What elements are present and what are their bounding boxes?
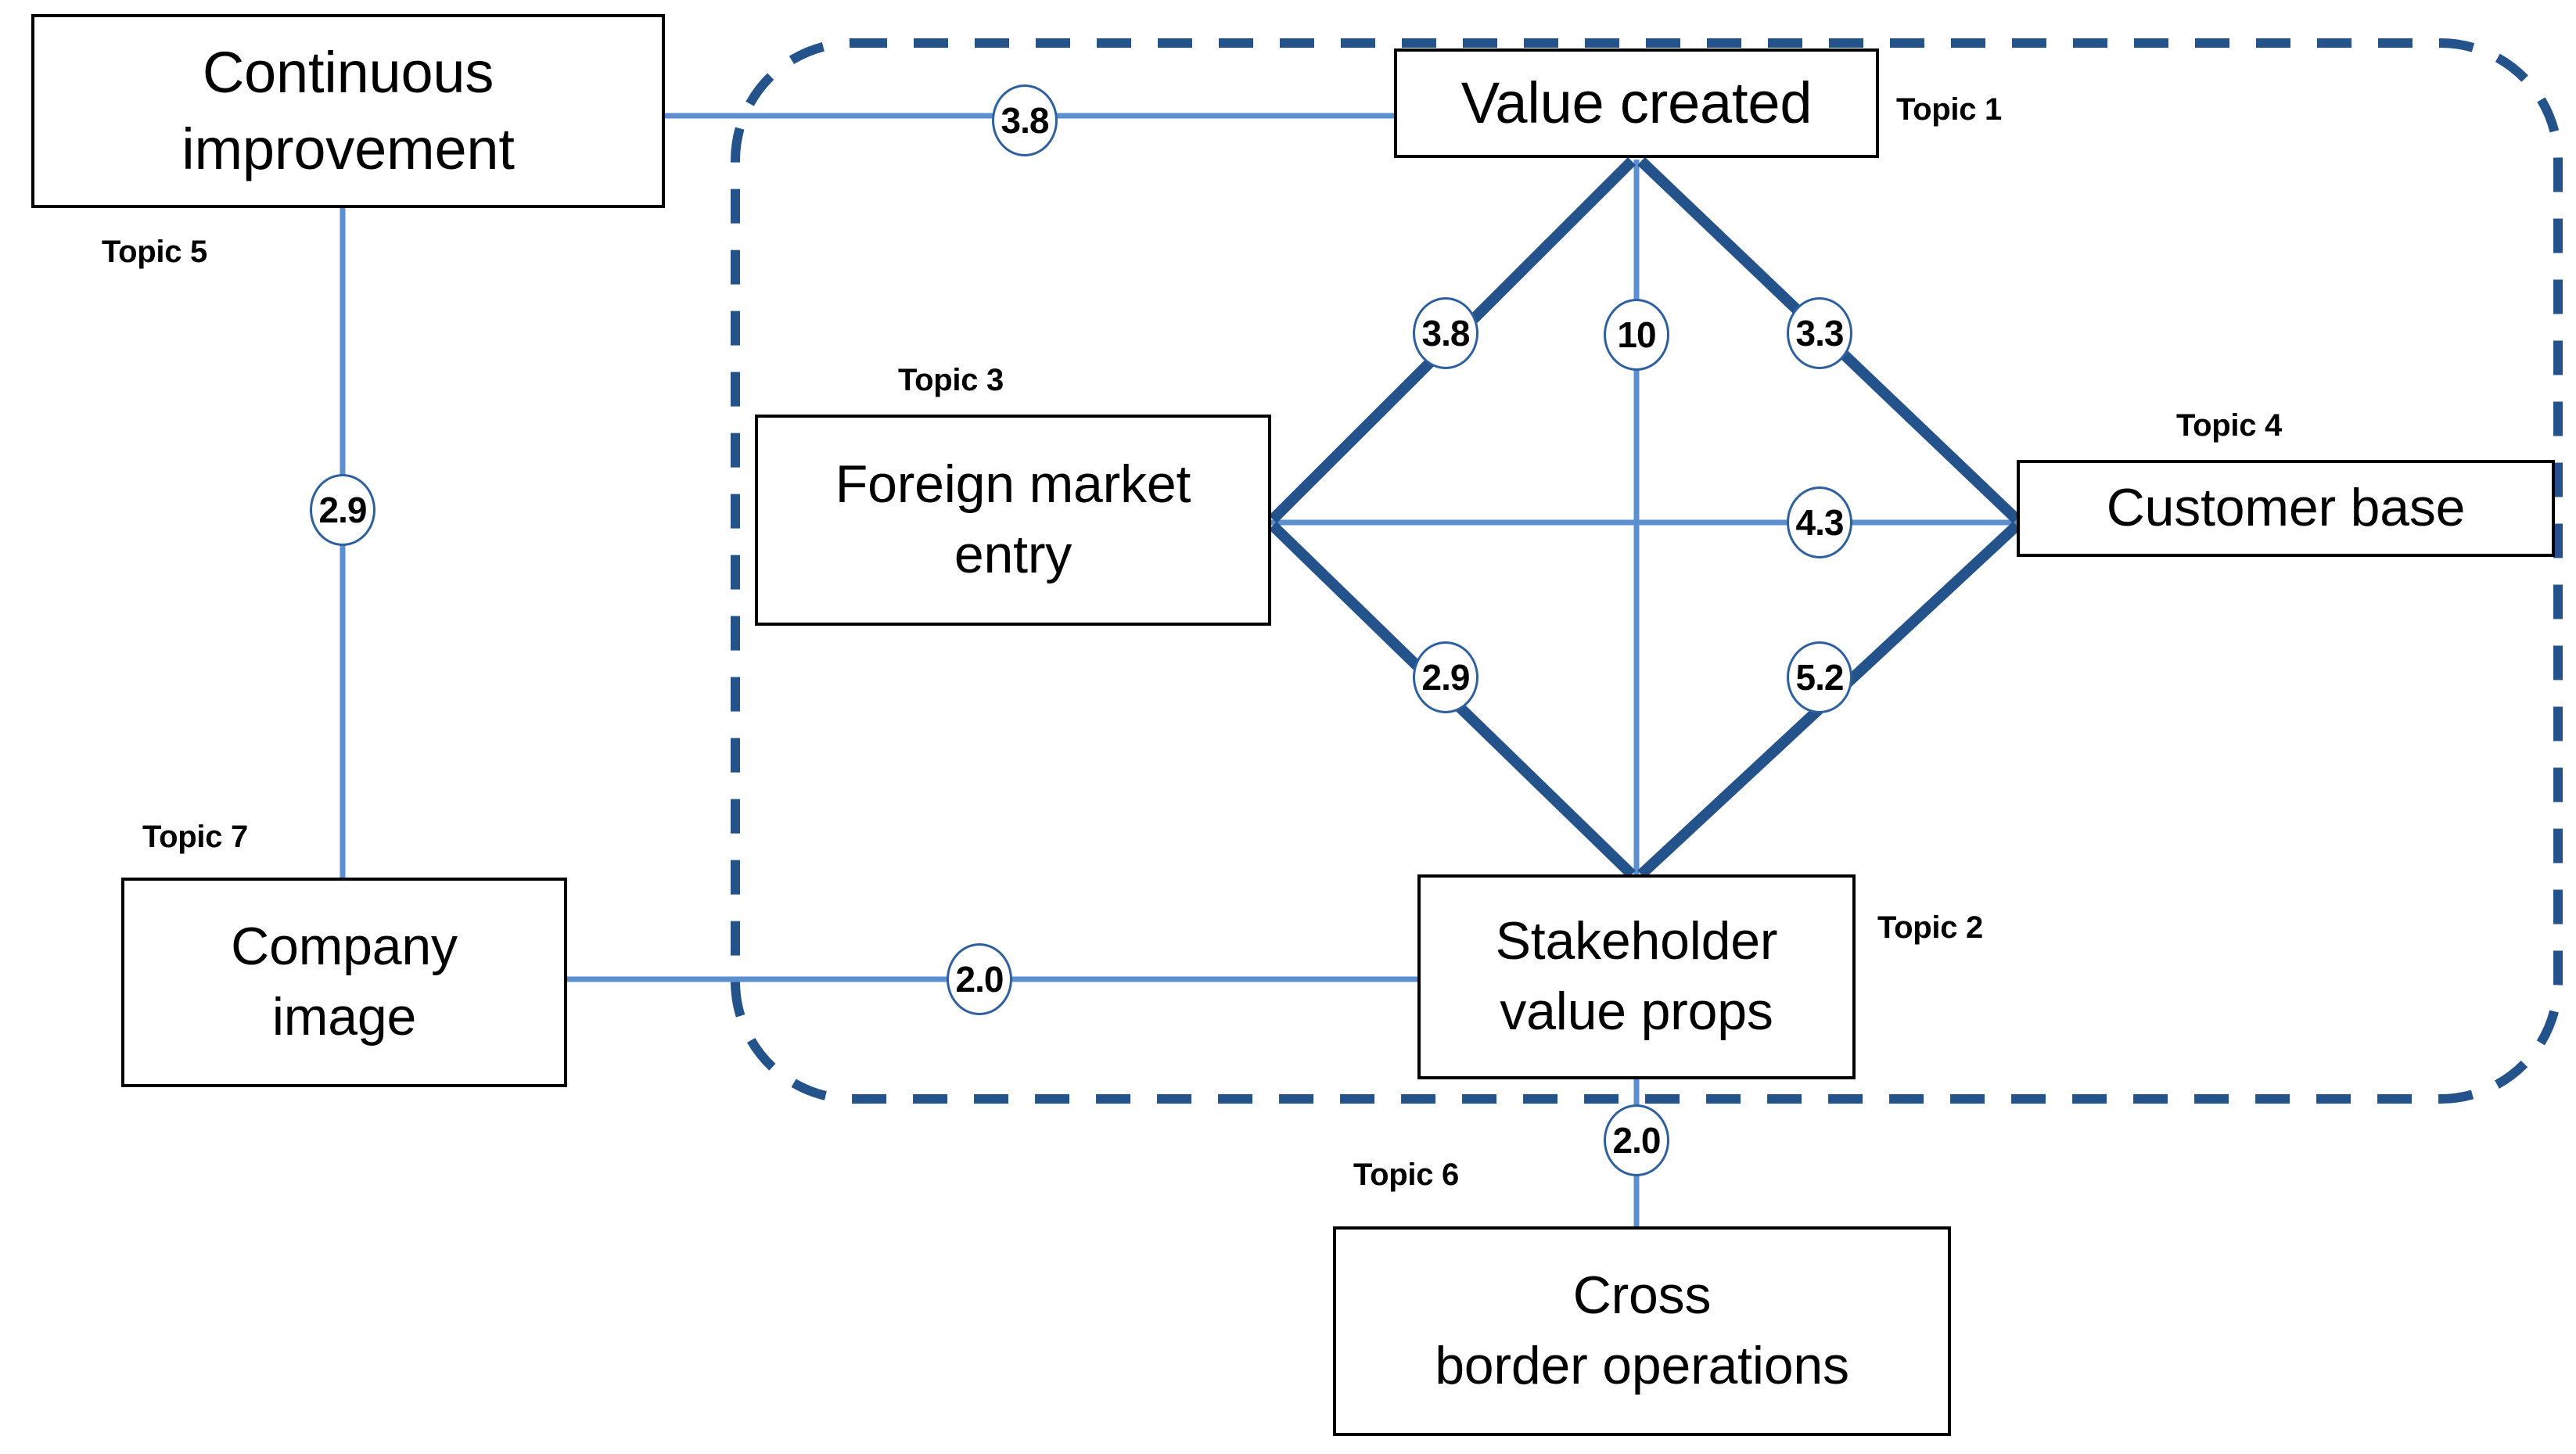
node-label: Cross border operations [1435, 1266, 1849, 1395]
topic-label-continuous-improvement: Topic 5 [102, 235, 207, 269]
node-cross-border-operations[interactable]: Cross border operations [1333, 1226, 1951, 1436]
edge-weight-value-created-foreign-market-entry[interactable]: 3.8 [1413, 297, 1478, 369]
dashed-cluster-boundary [731, 38, 2563, 1104]
topic-label-foreign-market-entry: Topic 3 [898, 363, 1004, 397]
node-label: Continuous improvement [181, 40, 515, 181]
edge-weight-company-image-stakeholder-value-props[interactable]: 2.0 [947, 943, 1012, 1015]
edge-weight-foreign-market-entry-customer-base[interactable]: 4.3 [1787, 486, 1852, 558]
node-label: Customer base [2106, 478, 2466, 538]
edge-weight-value-created-customer-base[interactable]: 3.3 [1787, 297, 1852, 369]
edge-weight-continuous-improvement-company-image[interactable]: 2.9 [310, 474, 375, 546]
node-customer-base[interactable]: Customer base [2017, 460, 2555, 557]
node-continuous-improvement[interactable]: Continuous improvement [31, 14, 665, 208]
edge-weight-continuous-improvement-value-created[interactable]: 3.8 [992, 84, 1058, 156]
edge-weight-value-created-stakeholder-value-props[interactable]: 10 [1604, 299, 1669, 371]
topic-label-customer-base: Topic 4 [2176, 408, 2282, 443]
node-label: Company image [231, 917, 458, 1047]
node-label: Value created [1460, 70, 1813, 136]
node-label: Stakeholder value props [1495, 911, 1778, 1041]
topic-label-company-image: Topic 7 [142, 820, 248, 854]
edge-weight-customer-base-stakeholder-value-props[interactable]: 5.2 [1787, 641, 1852, 713]
topic-label-cross-border-operations: Topic 6 [1353, 1158, 1459, 1192]
topic-label-stakeholder-value-props: Topic 2 [1877, 910, 1983, 945]
node-value-created[interactable]: Value created [1394, 48, 1879, 158]
edge-weight-foreign-market-entry-stakeholder-value-props[interactable]: 2.9 [1413, 641, 1478, 713]
edge-weight-stakeholder-value-props-cross-border-operations[interactable]: 2.0 [1604, 1104, 1669, 1176]
node-stakeholder-value-props[interactable]: Stakeholder value props [1417, 874, 1856, 1079]
topic-label-value-created: Topic 1 [1896, 92, 2002, 127]
node-foreign-market-entry[interactable]: Foreign market entry [755, 415, 1271, 626]
node-company-image[interactable]: Company image [121, 878, 567, 1087]
node-label: Foreign market entry [835, 454, 1191, 584]
